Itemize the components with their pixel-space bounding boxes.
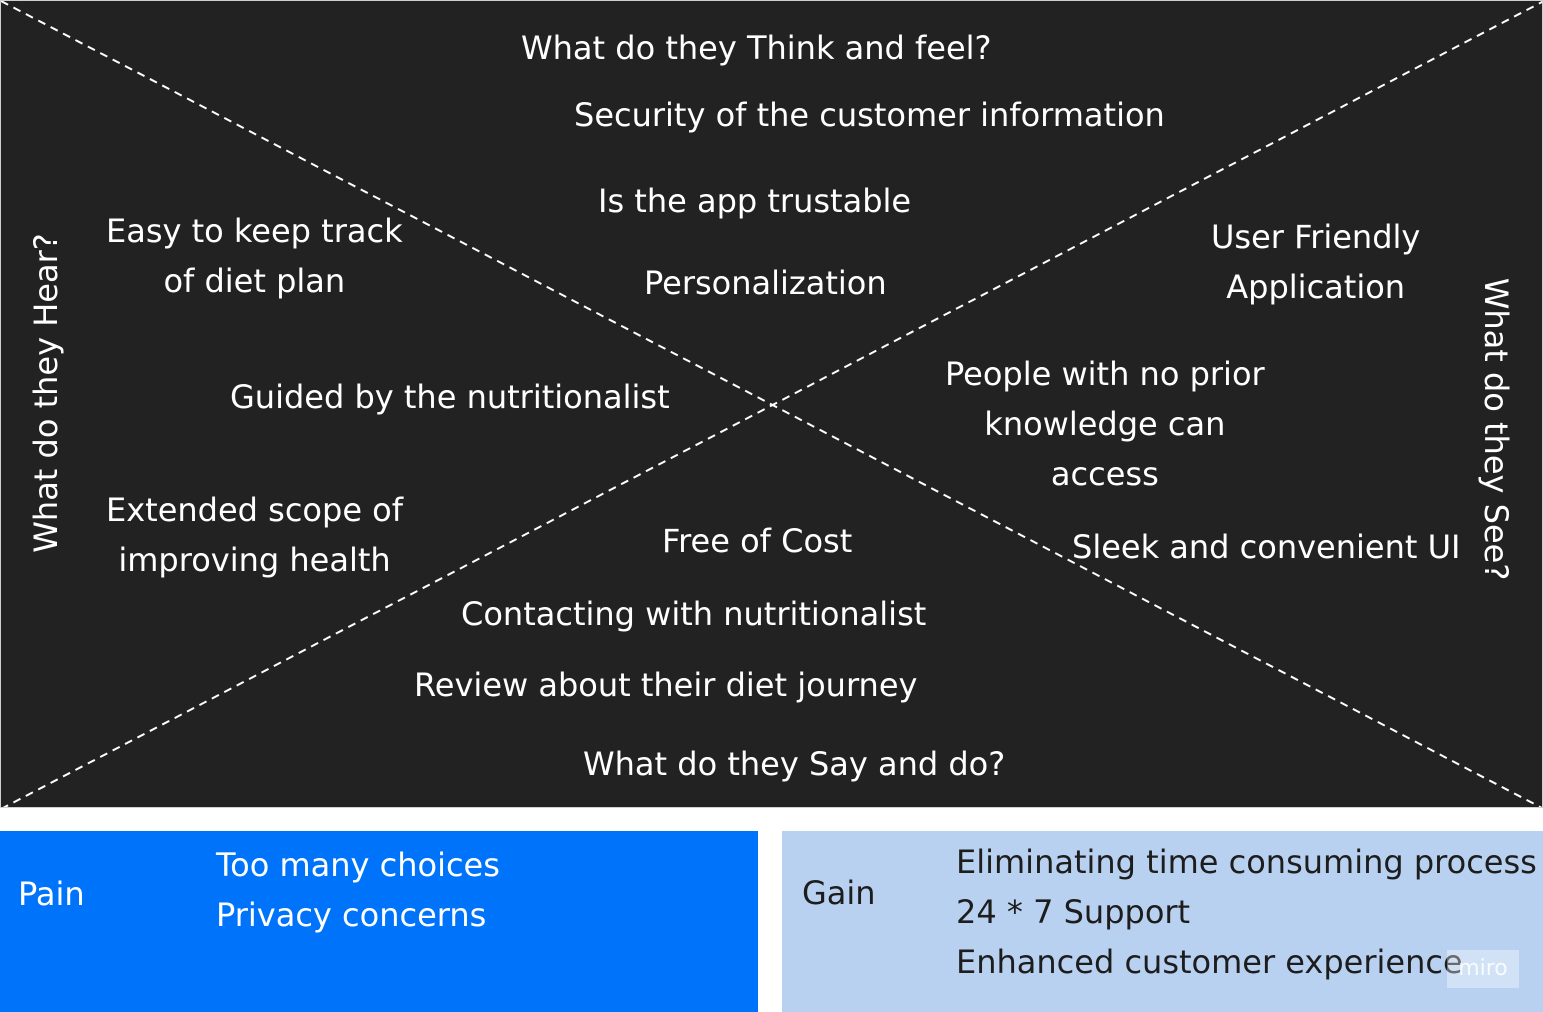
see-item-line: People with no prior [945, 355, 1265, 393]
gain-item: Enhanced customer experience [956, 943, 1463, 981]
hear-item: Easy to keep track of diet plan [106, 206, 403, 306]
say-do-item: Review about their diet journey [414, 666, 918, 704]
pain-item: Too many choices [216, 846, 500, 884]
empathy-map: What do they Think and feel? Security of… [0, 0, 1543, 808]
hear-item: Extended scope of improving health [106, 485, 403, 585]
say-do-heading: What do they Say and do? [583, 745, 1006, 783]
gain-item: Eliminating time consuming process [956, 843, 1537, 881]
hear-item-line: improving health [118, 541, 391, 579]
see-item: User Friendly Application [1211, 212, 1420, 312]
hear-item-line: Easy to keep track [106, 212, 403, 250]
pain-label: Pain [18, 875, 85, 913]
pain-box: Pain Too many choices Privacy concerns [0, 831, 758, 1012]
see-item-line: Application [1226, 268, 1406, 306]
say-do-item: Free of Cost [662, 522, 853, 560]
hear-item: Guided by the nutritionalist [230, 378, 670, 416]
think-feel-item: Personalization [644, 264, 887, 302]
gain-label: Gain [802, 874, 876, 912]
hear-item-line: Extended scope of [106, 491, 404, 529]
see-heading: What do they See? [1477, 277, 1515, 581]
see-item: People with no prior knowledge can acces… [945, 349, 1265, 499]
miro-watermark-logo: miro [1447, 950, 1519, 988]
say-do-item: Contacting with nutritionalist [461, 595, 927, 633]
see-item-line: knowledge can [984, 405, 1226, 443]
hear-item-line: of diet plan [163, 262, 346, 300]
hear-heading: What do they Hear? [27, 233, 65, 553]
think-feel-item: Is the app trustable [598, 182, 912, 220]
see-item: Sleek and convenient UI [1072, 528, 1461, 566]
gain-item: 24 * 7 Support [956, 893, 1191, 931]
think-feel-item: Security of the customer information [574, 96, 1165, 134]
quadrant-divider-lines [1, 1, 1542, 807]
gain-box: Gain Eliminating time consuming process … [782, 831, 1543, 1012]
diagonal-line-up [2, 1, 1542, 807]
think-feel-heading: What do they Think and feel? [521, 29, 992, 67]
pain-item: Privacy concerns [216, 896, 487, 934]
see-item-line: access [1050, 455, 1159, 493]
see-item-line: User Friendly [1211, 218, 1421, 256]
